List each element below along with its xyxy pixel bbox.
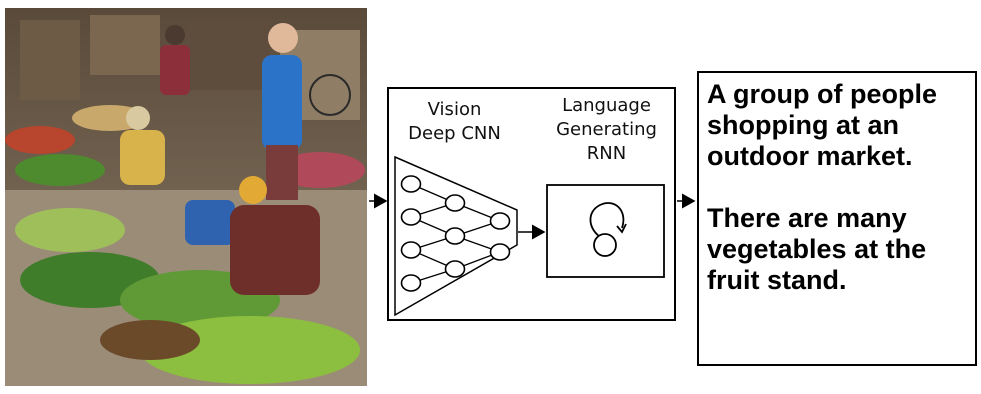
rnn-label-line3: RNN — [586, 143, 627, 164]
cnn-label-line1: Vision — [427, 99, 482, 120]
cnn-node — [400, 274, 422, 292]
cnn-node — [444, 260, 466, 278]
rnn-box — [546, 184, 665, 278]
cnn-node — [489, 243, 511, 261]
cnn-label-line2: Deep CNN — [408, 123, 501, 144]
cnn-node — [400, 175, 422, 193]
rnn-label-line2: Generating — [556, 119, 657, 140]
rnn-loop-icon — [589, 202, 627, 257]
cnn-node — [489, 212, 511, 230]
market-photo — [5, 8, 367, 386]
cnn-node — [444, 227, 466, 245]
cnn-node — [400, 208, 422, 226]
cnn-nodes — [400, 175, 511, 292]
cnn-node — [400, 241, 422, 259]
cnn-label: Vision Deep CNN — [392, 98, 517, 146]
rnn-label-line1: Language — [562, 95, 651, 116]
caption-box: A group of people shopping at an outdoor… — [697, 71, 977, 366]
rnn-label: Language Generating RNN — [543, 94, 670, 166]
caption-1: A group of people shopping at an outdoor… — [707, 79, 937, 171]
cnn-node — [444, 194, 466, 212]
caption-2: There are many vegetables at the fruit s… — [707, 203, 927, 295]
